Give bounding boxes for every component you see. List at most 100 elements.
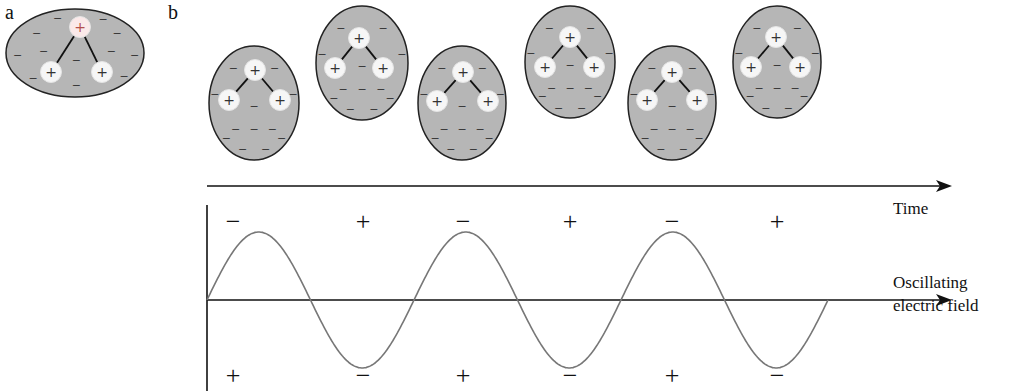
cloud-ellipse — [733, 6, 821, 118]
electron-charge: − — [734, 48, 743, 59]
electron-charge: − — [268, 124, 277, 135]
electron-charge: − — [270, 63, 279, 74]
electron-charge: − — [649, 124, 658, 135]
electron-charge: − — [772, 59, 781, 70]
nucleus-circle: + — [534, 56, 556, 78]
nucleus-fill — [219, 90, 240, 111]
nucleus-charge: + — [348, 27, 370, 49]
electron-charge: − — [761, 102, 770, 113]
nucleus-charge: + — [426, 90, 448, 112]
nucleus-fill — [584, 57, 605, 78]
electron-charge: − — [112, 27, 121, 38]
nucleus-fill — [245, 60, 266, 81]
nucleus-charge: + — [559, 26, 581, 48]
electron-charge: − — [667, 124, 676, 135]
electron-charge: − — [386, 92, 395, 103]
nucleus-fill — [453, 62, 474, 83]
nucleus-circle: + — [636, 89, 658, 111]
nucleus-charge: + — [740, 56, 762, 78]
electron-charge: − — [478, 63, 487, 74]
nucleus-circle: + — [218, 89, 240, 111]
cloud-ellipse — [628, 46, 716, 160]
electron-cloud: −−−−−−−−−−−−+++ — [524, 5, 616, 119]
nucleus-circle: + — [583, 56, 605, 78]
nucleus-circle: + — [40, 61, 62, 83]
electron-charge: − — [554, 102, 563, 113]
time-arrowhead — [936, 180, 952, 192]
electron-charge: − — [584, 82, 593, 93]
bond-line — [366, 47, 376, 60]
cloud-ellipse — [418, 46, 506, 160]
electron-charge: − — [790, 82, 799, 93]
electron-charge: − — [357, 60, 366, 71]
electron-charge: − — [107, 45, 116, 56]
electron-charge: − — [457, 124, 466, 135]
electron-charge: − — [593, 91, 602, 102]
sine-wave — [207, 232, 828, 368]
electron-charge: − — [376, 84, 385, 95]
nucleus-fill — [560, 27, 581, 48]
nucleus-fill — [741, 57, 762, 78]
electron-charge: − — [238, 144, 247, 155]
nucleus-fill — [662, 62, 683, 83]
nucleus-fill — [427, 91, 448, 112]
cloud-ellipse — [316, 6, 408, 120]
electron-charge: − — [475, 124, 484, 135]
nucleus-circle: + — [477, 90, 499, 112]
label-text: − — [665, 206, 680, 237]
electron-charge: − — [339, 84, 348, 95]
cloud-ellipse — [209, 46, 299, 160]
nucleus-fill — [92, 62, 113, 83]
nucleus-charge: + — [91, 61, 113, 83]
electron-charge: − — [277, 132, 286, 143]
nucleus-charge: + — [244, 59, 266, 81]
electron-charge: − — [231, 124, 240, 135]
nucleus-circle: + — [91, 61, 113, 83]
nucleus-charge: + — [218, 89, 240, 111]
electron-charge: − — [379, 23, 388, 34]
electron-charge: − — [667, 100, 676, 111]
label-text: Oscillating electric field — [893, 271, 1015, 317]
electron-charge: − — [13, 50, 22, 61]
label-text: − — [563, 360, 578, 391]
bond-line — [470, 80, 481, 92]
nucleus-fill — [349, 28, 370, 49]
nucleus-fill — [41, 62, 62, 83]
electron-charge: − — [261, 144, 270, 155]
nucleus-circle: + — [324, 57, 346, 79]
nucleus-circle: + — [452, 61, 474, 83]
time-axis — [207, 185, 940, 187]
field-x-axis — [207, 299, 940, 301]
label-text: − — [226, 206, 241, 237]
label-text: + — [226, 360, 241, 391]
nucleus-circle: + — [372, 57, 394, 79]
electron-charge: − — [119, 70, 128, 81]
electron-cloud: −−−−−−−−−−−−+++ — [732, 5, 822, 119]
electron-charge: − — [656, 144, 665, 155]
label-text: + — [456, 360, 471, 391]
electron-charge: − — [72, 54, 81, 65]
cloud-ellipse — [525, 6, 615, 118]
electron-charge: − — [799, 91, 808, 102]
electron-charge: − — [439, 124, 448, 135]
electron-charge: − — [565, 59, 574, 70]
electron-charge: − — [430, 132, 439, 143]
nucleus-fill — [373, 58, 394, 79]
nucleus-fill — [637, 90, 658, 111]
electron-charge: − — [369, 104, 378, 115]
nucleus-circle: + — [348, 27, 370, 49]
electron-charge: − — [249, 124, 258, 135]
electron-charge: − — [752, 22, 761, 33]
nucleus-charge: + — [452, 61, 474, 83]
nucleus-circle: + — [559, 26, 581, 48]
nucleus-fill — [70, 17, 91, 38]
nucleus-fill — [790, 57, 811, 78]
electron-charge: − — [586, 22, 595, 33]
electron-charge: − — [640, 132, 649, 143]
electron-charge: − — [679, 144, 688, 155]
electron-charge: − — [538, 91, 547, 102]
label-text: − — [356, 360, 371, 391]
nucleus-circle: + — [244, 59, 266, 81]
